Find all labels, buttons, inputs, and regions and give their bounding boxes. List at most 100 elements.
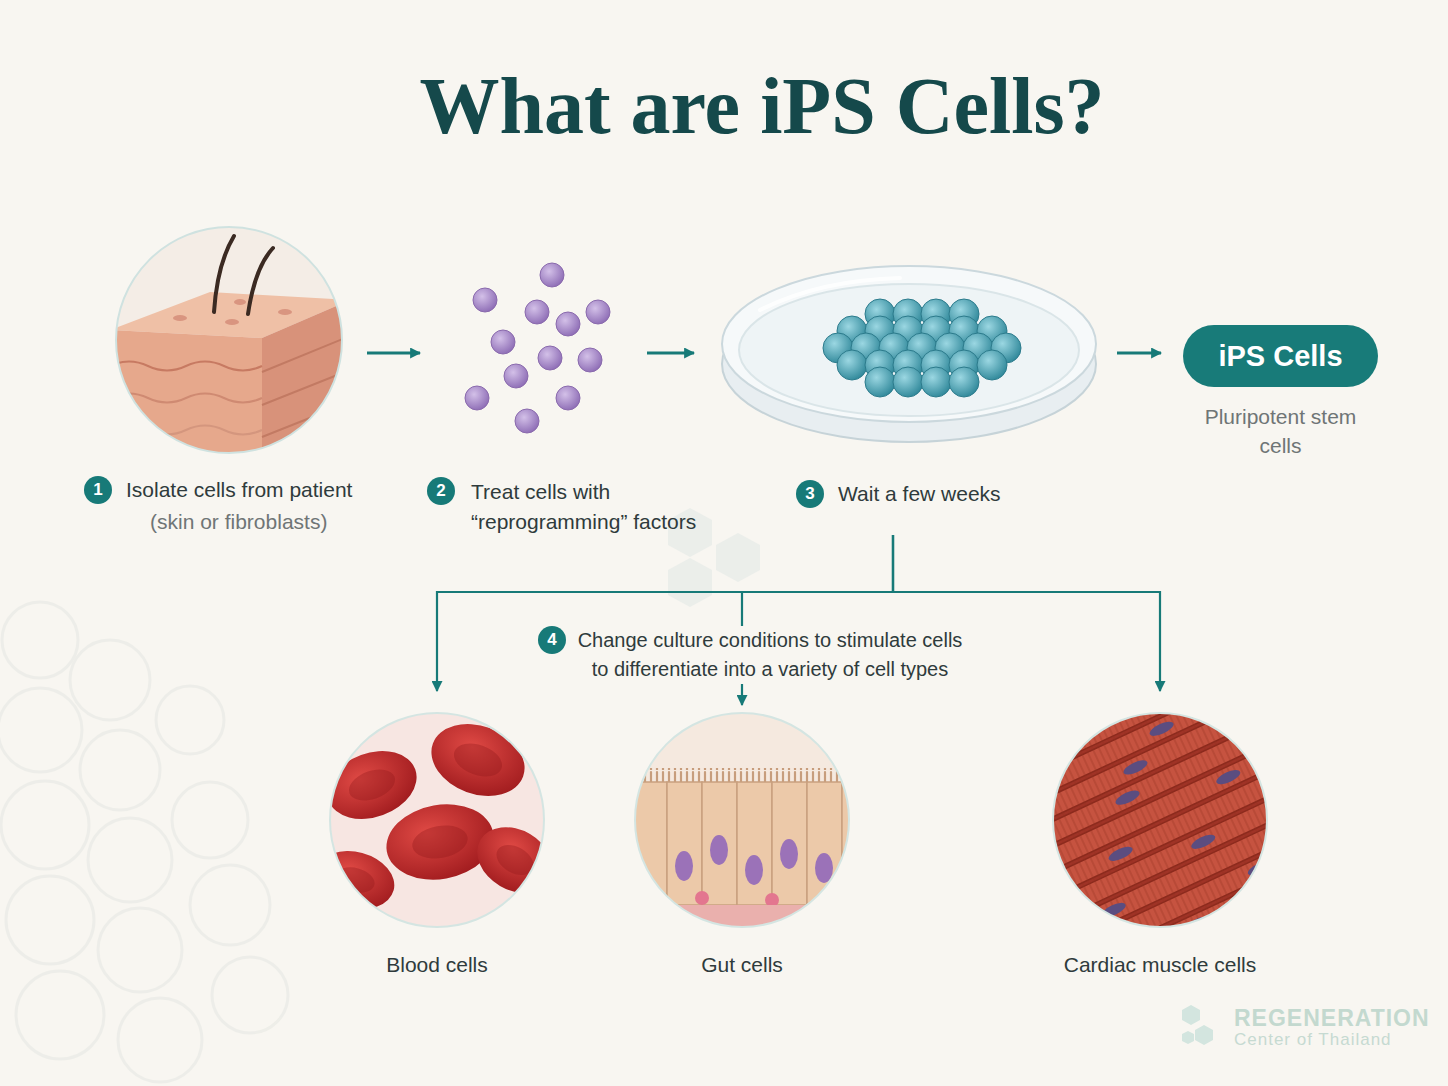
- node-caption: Treat cells with “reprogramming” factors: [471, 477, 703, 537]
- gut-cells-illustration-part-part-part: [702, 782, 737, 905]
- node-caption: Blood cells: [280, 952, 594, 978]
- flow-arrow: [647, 352, 694, 355]
- gut-cells-illustration-part-part-part: [765, 893, 779, 907]
- petri-dish-part-part: [949, 367, 979, 397]
- reprogramming-factor-dots-part: [473, 288, 497, 312]
- cardiac-muscle-illustration-part-part-part-part: [1246, 858, 1274, 878]
- petri-dish-part-part: [837, 350, 867, 380]
- skin-illustration: [110, 227, 350, 470]
- gut-cells-illustration-part-part-part: [737, 782, 772, 905]
- hexagon-watermark-part: [668, 558, 712, 607]
- ips-cells-pill: iPS CellsPluripotent stem cells: [1183, 325, 1378, 387]
- node-caption: Gut cells: [585, 952, 899, 978]
- node-caption: Isolate cells from patient: [126, 477, 396, 503]
- reprogramming-factor-dots-part: [586, 300, 610, 324]
- cardiac-muscle-illustration-part-part-part: [1029, 680, 1293, 963]
- honeycomb-background-part: [98, 908, 182, 992]
- blood-cells-illustration: [309, 712, 565, 927]
- honeycomb-background-part: [212, 957, 288, 1033]
- blood-cells-illustration-part-part: [410, 821, 471, 862]
- logo-mark: [1182, 1005, 1213, 1045]
- cardiac-muscle-illustration-part-part-part: [965, 630, 1357, 1014]
- cardiac-muscle-illustration-part-part-part-part: [1038, 743, 1066, 763]
- blood-cells-illustration-part-part: [449, 737, 506, 782]
- blood-cells-illustration-part: [309, 712, 565, 927]
- callout-number: 2: [427, 477, 455, 505]
- petri-dish-part-part: [977, 350, 1007, 380]
- watermark-text: Center of Thailand: [1234, 1030, 1392, 1050]
- blood-cells-illustration-part-part: [345, 764, 400, 807]
- petri-dish-part-part: [893, 367, 923, 397]
- gut-cells-illustration-part: [635, 713, 849, 927]
- honeycomb-background-part: [80, 730, 160, 810]
- cardiac-muscle-illustration: [965, 630, 1357, 1014]
- gut-cells-illustration-part-part-part: [675, 851, 693, 881]
- hexagon-watermark-part: [716, 533, 760, 582]
- gut-cells-illustration-part-part: [632, 768, 882, 782]
- node-subcaption: (skin or fibroblasts): [150, 509, 380, 535]
- skin-illustration-part-part: [110, 362, 262, 371]
- cardiac-muscle-illustration-part: [1053, 713, 1267, 927]
- cardiac-muscle-illustration-part-part-part-part: [1122, 757, 1150, 777]
- petri-dish-part-part: [865, 367, 895, 397]
- honeycomb-background-part: [0, 688, 82, 772]
- gut-cells-illustration-part-part: [630, 905, 860, 945]
- blood-cells-illustration-part-part: [421, 712, 534, 809]
- skin-illustration-part-part: [278, 309, 292, 315]
- logo-mark-part: [1182, 1031, 1194, 1044]
- flow-arrow: [1117, 352, 1161, 355]
- reprogramming-factor-dots-part: [515, 409, 539, 433]
- honeycomb-background-part: [6, 876, 94, 964]
- blood-cells-circle: Blood cells: [330, 713, 544, 927]
- reprogramming-factor-dots-part: [556, 312, 580, 336]
- gut-cells-illustration-part: [630, 713, 882, 945]
- petri-dish: [722, 266, 1096, 442]
- node-subcaption: Pluripotent stem cells: [1183, 402, 1378, 460]
- reprogramming-factor-dots-part: [538, 346, 562, 370]
- honeycomb-background-part: [2, 602, 78, 678]
- honeycomb-background-part: [1, 781, 89, 869]
- cardiac-muscle-illustration-part: [965, 630, 1357, 1014]
- honeycomb-background-part: [190, 865, 270, 945]
- callout-number: 4: [538, 626, 566, 654]
- skin-illustration-part-part: [234, 299, 246, 305]
- gut-cells-illustration-part-part-part: [745, 855, 763, 885]
- skin-illustration-part-part: [262, 300, 350, 470]
- honeycomb-background-part: [172, 782, 248, 858]
- skin-illustration-part-part: [110, 426, 262, 435]
- skin-illustration-part: [116, 227, 342, 453]
- cardiac-muscle-illustration-part-part-part-part: [1214, 767, 1242, 787]
- gut-cells-illustration-part-part: [695, 890, 849, 907]
- logo-mark-part: [1182, 1005, 1200, 1025]
- edge-label: Change culture conditions to stimulate c…: [570, 626, 970, 684]
- gut-cells-illustration-part-part-part: [835, 890, 849, 904]
- petri-dish-part: [823, 299, 1021, 397]
- gut-cells-illustration-part-part-part: [710, 835, 728, 865]
- gut-cells-illustration-part-part: [632, 782, 877, 905]
- cardiac-muscle-illustration-part-part-part-part: [1107, 844, 1135, 864]
- gut-cells-illustration-part-part-part: [807, 782, 842, 905]
- skin-illustration-part-part: [248, 248, 273, 314]
- gut-cells-illustration: [630, 713, 882, 945]
- honeycomb-background-part: [156, 686, 224, 754]
- petri-dish-part-part: [921, 367, 951, 397]
- diagram-title: What are iPS Cells?: [262, 66, 1262, 146]
- callout-number: 1: [84, 476, 112, 504]
- node-caption: Cardiac muscle cells: [1003, 952, 1317, 978]
- blood-cells-illustration-part: [330, 713, 544, 927]
- petri-dish-part: [722, 266, 1096, 422]
- cardiac-muscle-illustration-part-part-part: [965, 630, 1357, 1014]
- gut-cells-illustration-part-part-part: [780, 839, 798, 869]
- skin-illustration-part-part: [214, 236, 234, 312]
- logo-mark-part: [1195, 1025, 1213, 1045]
- reprogramming-factor-dots-part: [491, 330, 515, 354]
- blood-cells-illustration-part-part: [491, 839, 539, 882]
- honeycomb-background: [0, 602, 288, 1082]
- cardiac-muscle-illustration-part-part-part-part: [1189, 832, 1217, 852]
- cardiac-cells-circle: Cardiac muscle cells: [1053, 713, 1267, 927]
- skin-illustration-part-part: [173, 315, 187, 321]
- petri-dish-part: [739, 284, 1079, 416]
